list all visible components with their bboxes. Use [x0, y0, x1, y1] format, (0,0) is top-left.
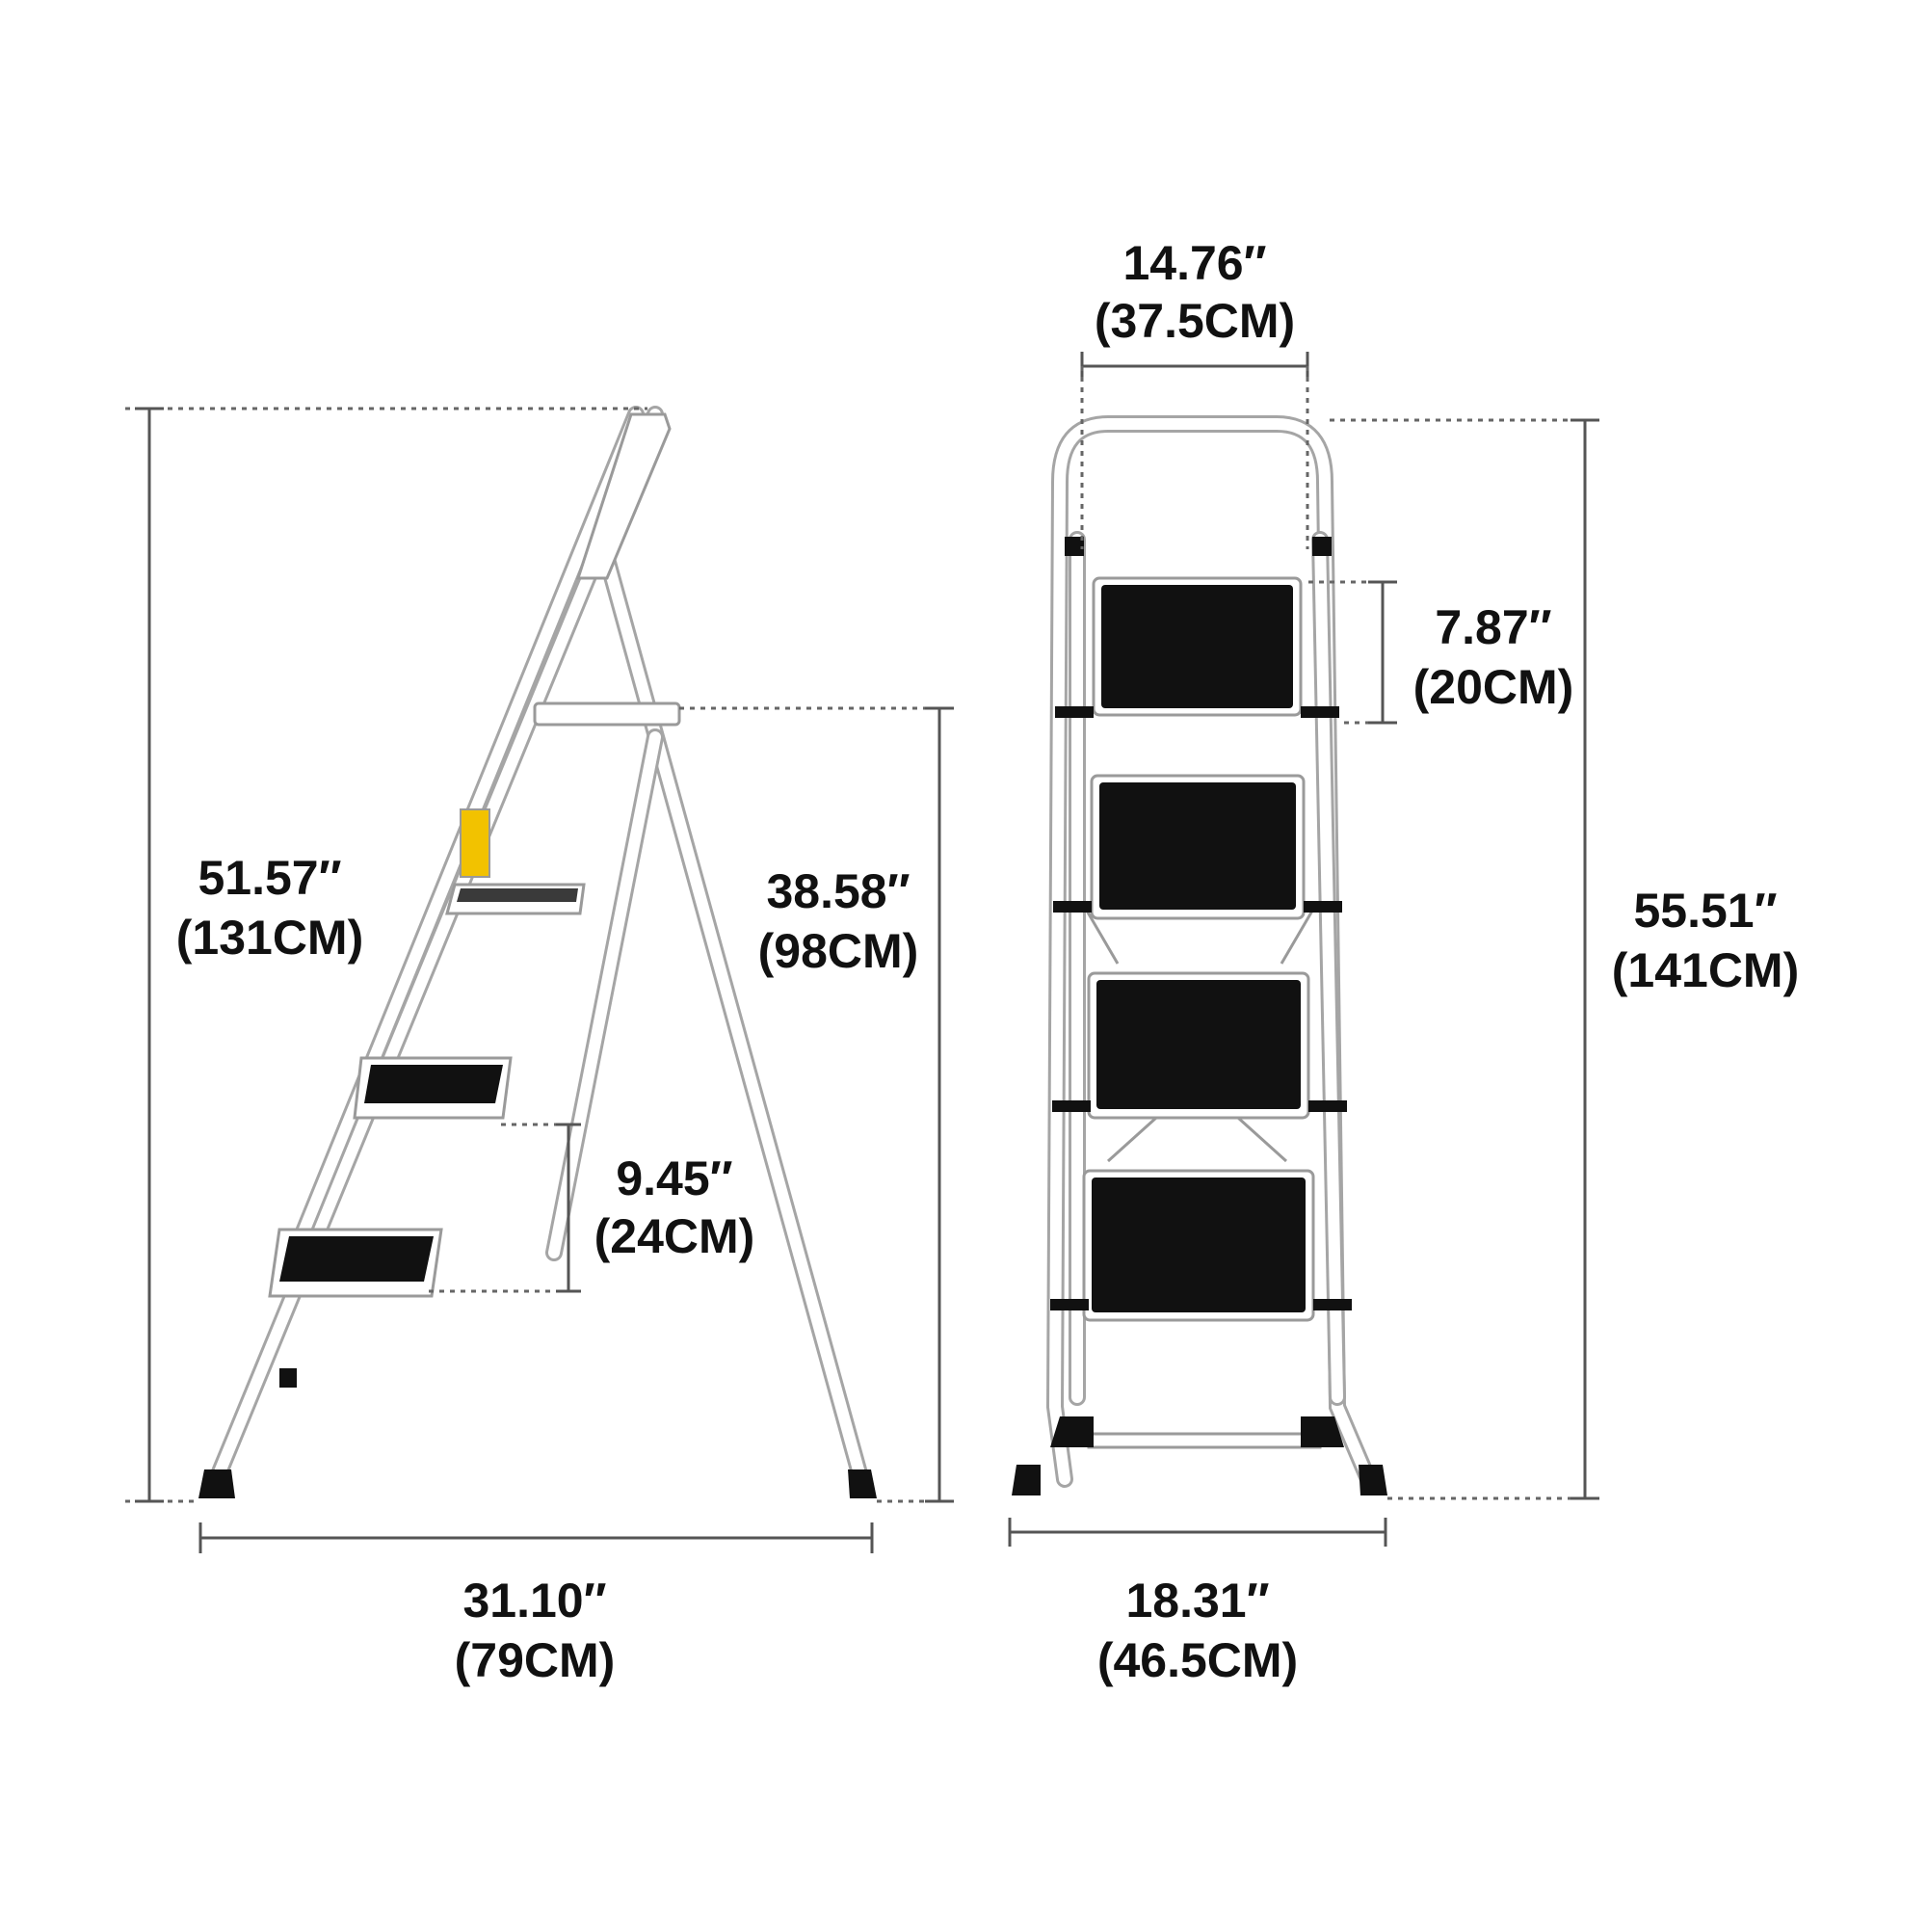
front-step-3: [1052, 971, 1347, 1120]
front-inner-foot-right: [1301, 1416, 1344, 1447]
side-front-rail: [208, 406, 664, 1488]
front-frame: [1045, 415, 1377, 1488]
side-total-height-imperial: 51.57″: [198, 851, 341, 905]
front-total-height-dimension: 55.51″ (141CM): [1330, 418, 1799, 1500]
front-base-width-dimension: 18.31″ (46.5CM): [1008, 1518, 1387, 1687]
front-base-width-imperial: 18.31″: [1125, 1574, 1269, 1628]
front-top-width-imperial: 14.76″: [1122, 236, 1266, 290]
side-total-height-metric: (131CM): [176, 911, 363, 965]
front-handle-cap-left: [1065, 537, 1084, 556]
side-total-height-dimension: 51.57″ (131CM): [125, 407, 647, 1503]
front-total-height-metric: (141CM): [1612, 943, 1799, 997]
side-platform-height-dimension: 38.58″ (98CM): [679, 706, 954, 1503]
side-step-1: [445, 883, 586, 915]
side-top-platform: [533, 701, 681, 727]
front-step-1: [1055, 576, 1339, 718]
side-hinge-brace: [545, 728, 664, 1261]
front-base-width-metric: (46.5CM): [1097, 1633, 1298, 1687]
front-step-depth-imperial: 7.87″: [1435, 600, 1551, 654]
front-view-ladder: [1012, 415, 1387, 1495]
side-base-depth-metric: (79CM): [455, 1633, 616, 1687]
warning-label: [460, 808, 490, 878]
side-step-spacing-imperial: 9.45″: [616, 1151, 732, 1205]
front-top-width-metric: (37.5CM): [1095, 294, 1295, 348]
side-base-depth-imperial: 31.10″: [462, 1574, 606, 1628]
front-bottom-crossbar: [1087, 1432, 1322, 1449]
front-step-depth-metric: (20CM): [1413, 660, 1574, 714]
side-step-2: [353, 1056, 513, 1120]
side-base-depth-dimension: 31.10″ (79CM): [198, 1522, 874, 1687]
front-cross-braces: [1082, 905, 1317, 1163]
side-platform-height-metric: (98CM): [758, 924, 919, 978]
side-view-ladder: [198, 406, 877, 1498]
front-inner-foot-left: [1050, 1416, 1094, 1447]
side-rear-foot: [848, 1469, 877, 1498]
front-step-depth-dimension: 7.87″ (20CM): [1308, 580, 1574, 725]
side-platform-height-imperial: 38.58″: [766, 864, 910, 918]
side-mid-foot: [279, 1368, 297, 1388]
side-step-spacing-metric: (24CM): [594, 1209, 755, 1263]
front-total-height-imperial: 55.51″: [1633, 884, 1777, 938]
side-top-handle: [575, 412, 672, 580]
front-outer-foot-right: [1359, 1465, 1387, 1495]
side-front-foot: [198, 1469, 235, 1498]
side-rear-leg: [598, 550, 871, 1493]
front-top-width-dimension: 14.76″ (37.5CM): [1080, 236, 1309, 549]
side-step-3: [268, 1228, 443, 1298]
side-step-spacing-dimension: 9.45″ (24CM): [429, 1123, 755, 1293]
front-handle-cap-right: [1312, 537, 1332, 556]
front-step-4: [1050, 1169, 1352, 1322]
front-step-2: [1053, 774, 1342, 920]
front-outer-foot-left: [1012, 1465, 1041, 1495]
